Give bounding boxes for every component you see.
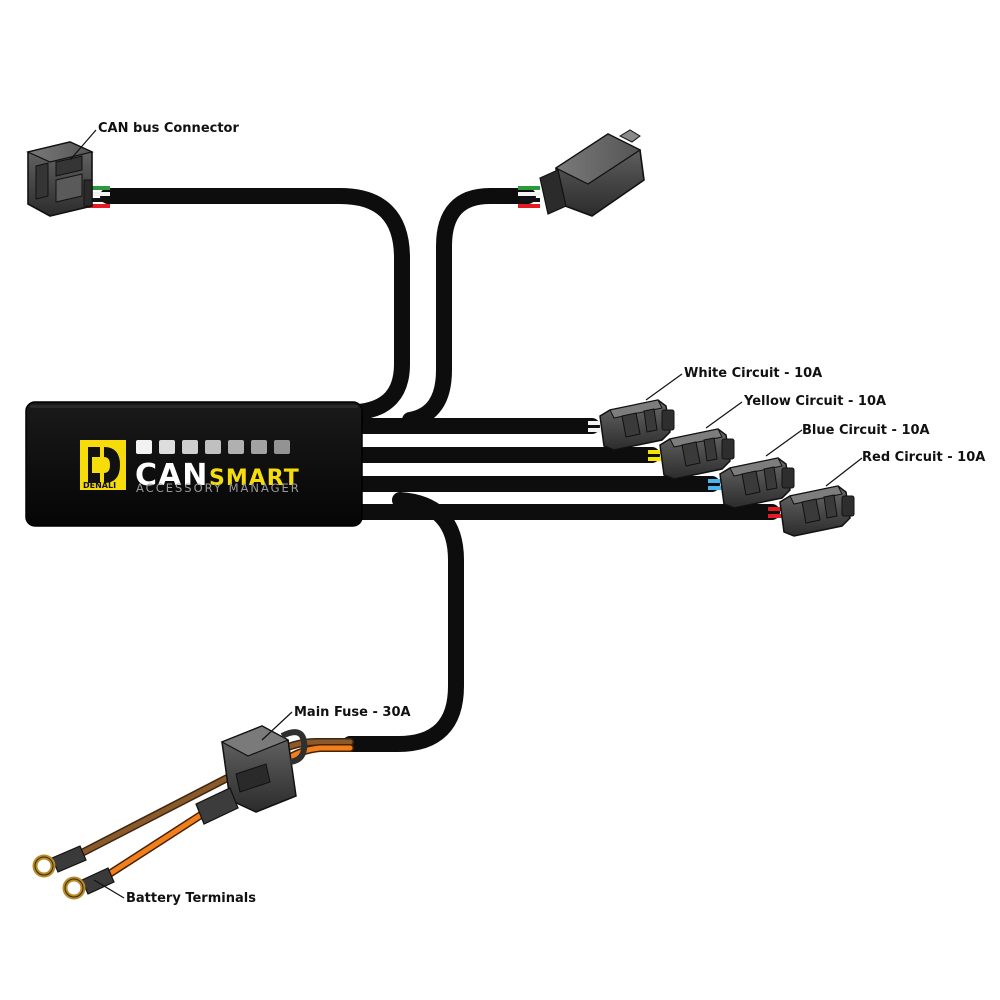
can-pass-cable — [402, 188, 536, 428]
circuit-connector-icon — [779, 485, 855, 537]
labels: CAN bus Connector White Circuit - 10A Ye… — [98, 121, 985, 906]
label-main-fuse: Main Fuse - 30A — [294, 705, 411, 720]
label-yellow-circuit: Yellow Circuit - 10A — [743, 394, 886, 409]
led-indicator — [251, 440, 267, 454]
brand-smart: SMART — [209, 466, 300, 491]
brand-subtitle: ACCESSORY MANAGER — [136, 481, 301, 495]
cansmart-module: DENALI CAN SMART ACCESSORY MANAGER — [25, 401, 363, 527]
led-indicator — [136, 440, 152, 454]
ring-terminal-icon — [62, 867, 115, 900]
ring-terminal-brown — [32, 845, 87, 878]
ring-terminal-icon — [32, 845, 87, 878]
label-blue-circuit: Blue Circuit - 10A — [802, 423, 930, 438]
can-bus-connector-icon — [26, 141, 94, 217]
can-pass-through-connector-icon — [539, 129, 645, 217]
callout-lines — [69, 129, 863, 899]
ring-terminal-orange — [62, 867, 115, 900]
label-red-circuit: Red Circuit - 10A — [862, 450, 985, 465]
led-indicator — [274, 440, 290, 454]
led-indicator — [228, 440, 244, 454]
denali-logo-icon: DENALI — [80, 440, 126, 490]
can-bus-cable — [100, 188, 410, 420]
red-circuit-connector — [779, 485, 855, 537]
led-indicator — [159, 440, 175, 454]
wire-ends — [86, 186, 784, 518]
led-indicator — [182, 440, 198, 454]
label-battery-terminals: Battery Terminals — [126, 891, 256, 906]
label-white-circuit: White Circuit - 10A — [684, 366, 822, 381]
main-power-cable — [342, 492, 464, 752]
led-indicators — [136, 440, 290, 454]
cables — [100, 188, 780, 752]
label-can-bus-connector: CAN bus Connector — [98, 121, 239, 136]
logo-text: DENALI — [83, 481, 116, 490]
brand-can: CAN — [135, 458, 208, 493]
led-indicator — [205, 440, 221, 454]
fuse-holder-icon — [195, 725, 308, 825]
